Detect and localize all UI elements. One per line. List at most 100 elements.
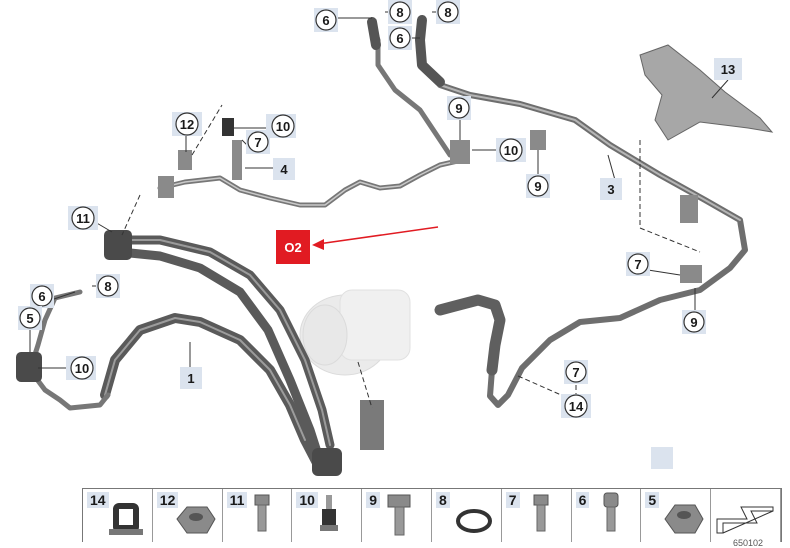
callout-8-top-right: 8 bbox=[436, 0, 460, 24]
o-ring-icon bbox=[455, 509, 492, 533]
bracket-lower-right bbox=[680, 195, 698, 223]
callout-7-bottom: 7 bbox=[564, 360, 588, 384]
svg-text:4: 4 bbox=[280, 162, 288, 177]
clamp-bundle bbox=[104, 230, 132, 260]
svg-text:14: 14 bbox=[569, 399, 584, 414]
clamp-10-top bbox=[222, 118, 234, 136]
legend-num: 14 bbox=[87, 492, 109, 508]
callout-3: 3 bbox=[600, 178, 622, 200]
bracket-9-right bbox=[530, 130, 546, 150]
hose-3-end bbox=[434, 294, 506, 376]
legend-num: 7 bbox=[505, 492, 520, 508]
clamp-upper bbox=[158, 176, 174, 198]
parts-legend-strip: 14 12 11 10 9 8 7 6 5 650102 bbox=[82, 488, 782, 548]
compressor-illustration bbox=[299, 289, 411, 376]
legend-num: 10 bbox=[296, 492, 318, 508]
svg-text:9: 9 bbox=[534, 179, 541, 194]
legend-num: 5 bbox=[645, 492, 660, 508]
legend-num: 9 bbox=[366, 492, 380, 508]
callout-12: 12 bbox=[172, 112, 202, 136]
rubber-mount-icon bbox=[109, 503, 143, 535]
svg-text:10: 10 bbox=[276, 119, 290, 134]
bracket-4 bbox=[232, 140, 242, 180]
callout-14: 14 bbox=[561, 394, 591, 418]
svg-text:7: 7 bbox=[572, 365, 579, 380]
svg-text:12: 12 bbox=[180, 117, 194, 132]
svg-text:6: 6 bbox=[38, 289, 45, 304]
callout-5: 5 bbox=[18, 306, 42, 330]
legend-cell-6: 6 bbox=[572, 489, 642, 542]
svg-text:11: 11 bbox=[76, 211, 90, 226]
legend-cell-12: 12 bbox=[153, 489, 223, 542]
svg-text:8: 8 bbox=[444, 5, 451, 20]
legend-cell-10: 10 bbox=[292, 489, 363, 542]
callout-7-right: 7 bbox=[626, 252, 650, 276]
highlight-badge-o2[interactable]: O2 bbox=[276, 230, 310, 264]
svg-text:13: 13 bbox=[721, 62, 735, 77]
legend-num: 8 bbox=[435, 492, 450, 508]
callout-8-top-left: 8 bbox=[388, 0, 412, 24]
legend-cell-8: 8 bbox=[432, 489, 502, 542]
svg-text:9: 9 bbox=[455, 101, 462, 116]
return-line-4-highlight bbox=[159, 159, 463, 206]
legend-cell-symbol bbox=[711, 489, 781, 542]
clamp-bottom bbox=[312, 448, 342, 476]
bracket-12 bbox=[178, 150, 192, 170]
callout-9-lower-right: 9 bbox=[682, 310, 706, 334]
clamp-left bbox=[16, 352, 42, 382]
highlight-arrow bbox=[317, 226, 439, 245]
callout-10-mid: 10 bbox=[496, 138, 526, 162]
callout-10-left: 10 bbox=[66, 356, 96, 380]
callout-4: 4 bbox=[273, 158, 295, 180]
svg-text:7: 7 bbox=[254, 135, 261, 150]
callout-6-top-mid: 6 bbox=[388, 26, 412, 50]
legend-cell-11: 11 bbox=[223, 489, 293, 542]
svg-text:9: 9 bbox=[690, 315, 697, 330]
socket-screw-icon bbox=[603, 492, 619, 532]
bracket-9-mid bbox=[450, 140, 470, 164]
bracket-7-right bbox=[680, 265, 702, 283]
callout-9-right: 9 bbox=[526, 174, 550, 198]
hose-1-hl bbox=[104, 317, 306, 441]
legend-num: 11 bbox=[226, 492, 248, 508]
flange-nut-icon bbox=[664, 504, 704, 534]
highlight-arrowhead bbox=[312, 239, 324, 250]
svg-text:3: 3 bbox=[607, 182, 614, 197]
callout-8-left: 8 bbox=[96, 274, 120, 298]
svg-text:8: 8 bbox=[396, 5, 403, 20]
empty-callout-square bbox=[651, 447, 673, 469]
pressure-hose-lower bbox=[115, 247, 323, 460]
svg-text:5: 5 bbox=[26, 311, 33, 326]
svg-text:6: 6 bbox=[322, 13, 329, 28]
callout-11: 11 bbox=[68, 206, 98, 230]
legend-cell-5: 5 bbox=[641, 489, 712, 542]
svg-text:1: 1 bbox=[187, 371, 194, 386]
bolt-icon bbox=[254, 494, 270, 532]
svg-text:7: 7 bbox=[634, 257, 641, 272]
legend-cell-7: 7 bbox=[502, 489, 572, 542]
hose-upper-left bbox=[367, 17, 381, 50]
legend-num: 6 bbox=[575, 492, 590, 508]
figure-reference: 650102 bbox=[732, 538, 763, 548]
heat-shield-13 bbox=[639, 44, 774, 141]
callout-10-top: 10 bbox=[266, 114, 296, 138]
pipe-upper-right bbox=[415, 15, 445, 87]
hex-nut-icon bbox=[176, 506, 216, 534]
arrow-symbol-icon bbox=[716, 506, 774, 534]
callout-6-top-left: 6 bbox=[314, 8, 338, 32]
callout-7-top: 7 bbox=[246, 130, 270, 154]
bolt-icon bbox=[533, 494, 549, 532]
legend-cell-9: 9 bbox=[362, 489, 432, 542]
pressure-hose-upper-hl bbox=[119, 239, 331, 446]
svg-text:8: 8 bbox=[104, 279, 111, 294]
callout-13: 13 bbox=[714, 58, 742, 80]
callout-6-left: 6 bbox=[30, 284, 54, 308]
hex-bolt-icon bbox=[387, 494, 411, 536]
stud-bolt-icon bbox=[320, 495, 339, 531]
callout-9-mid: 9 bbox=[447, 96, 471, 120]
return-line-4 bbox=[157, 157, 465, 208]
hose-1 bbox=[100, 313, 323, 470]
svg-text:10: 10 bbox=[75, 361, 89, 376]
svg-text:6: 6 bbox=[396, 31, 403, 46]
